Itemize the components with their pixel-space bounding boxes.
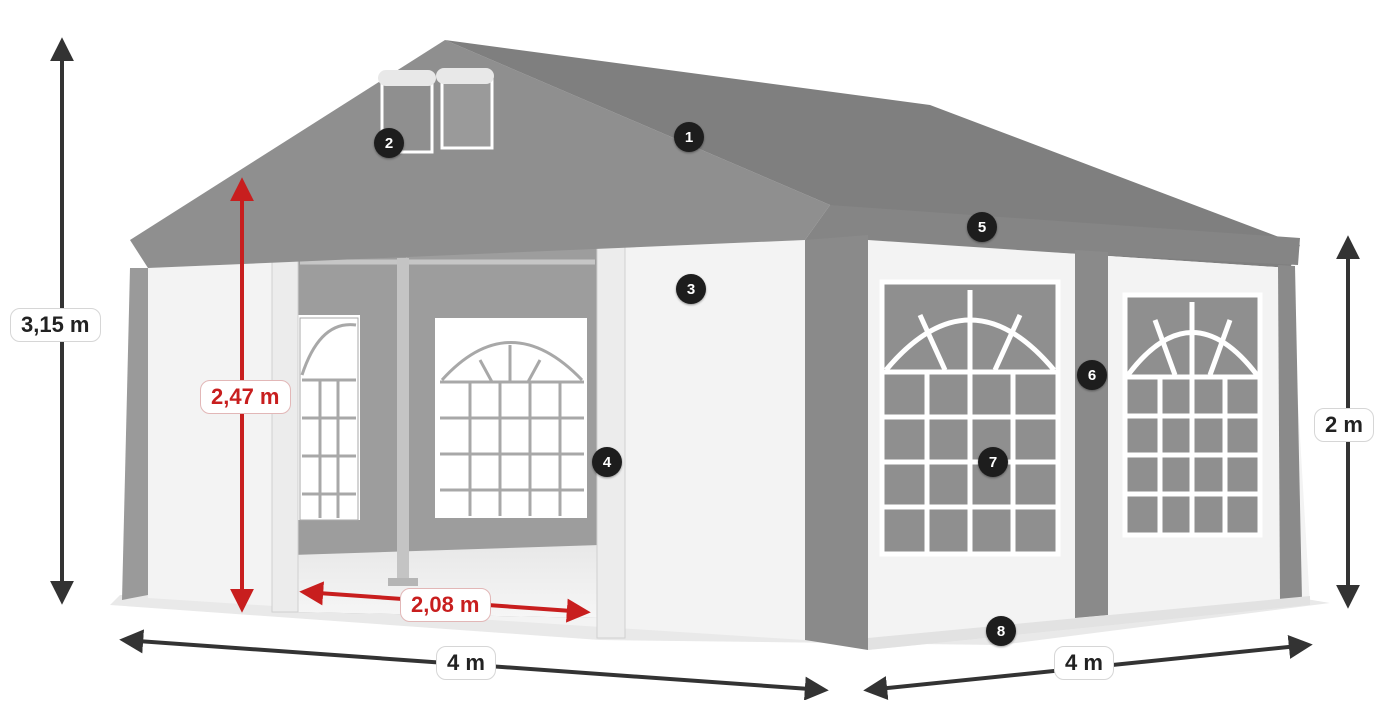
marker-3-front-wall: 3 — [676, 274, 706, 304]
roof-side — [445, 40, 1300, 268]
marker-2-roof-vents: 2 — [374, 128, 404, 158]
interior-window-right — [435, 318, 587, 518]
front-gable — [130, 40, 830, 268]
interior-window-left — [298, 315, 360, 521]
interior-pole — [397, 258, 409, 583]
front-width-label: 4 m — [436, 646, 496, 680]
side-depth-label: 4 m — [1054, 646, 1114, 680]
rear-pillar — [1278, 265, 1302, 602]
door-width-label: 2,08 m — [400, 588, 491, 622]
marker-8-ground-skirt: 8 — [986, 616, 1016, 646]
side-window-2 — [1122, 292, 1263, 538]
side-height-label: 2 m — [1314, 408, 1374, 442]
total-height-label: 3,15 m — [10, 308, 101, 342]
marker-4-door-curtain: 4 — [592, 447, 622, 477]
side-pillar — [1075, 250, 1108, 618]
door-height-label: 2,47 m — [200, 380, 291, 414]
roof-vents — [378, 68, 494, 154]
marker-7-window: 7 — [978, 447, 1008, 477]
marker-6-pillar-cover: 6 — [1077, 360, 1107, 390]
eave-strip — [805, 205, 1300, 265]
corner-pillar — [805, 235, 868, 650]
left-side-wall — [122, 268, 148, 600]
marker-1-roof: 1 — [674, 122, 704, 152]
side-window-1 — [879, 279, 1061, 557]
marker-5-eave-strip: 5 — [967, 212, 997, 242]
